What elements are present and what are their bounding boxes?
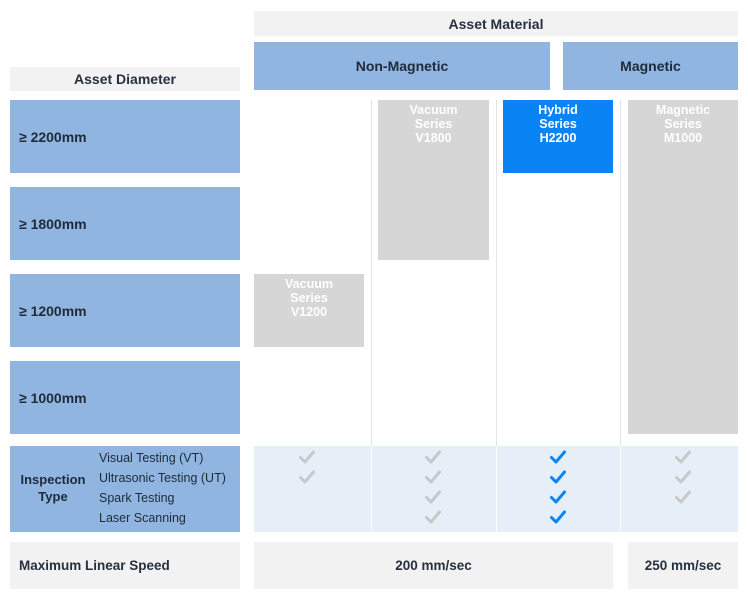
column-divider [496, 100, 497, 532]
product-vacuum-v1800[interactable]: Vacuum Series V1800 [378, 100, 489, 260]
test-ultrasonic: Ultrasonic Testing (UT) [99, 471, 226, 485]
product-line: Hybrid [538, 103, 578, 117]
asset-diameter-header: Asset Diameter [10, 67, 240, 91]
product-line: Vacuum [285, 277, 333, 291]
column-divider [620, 100, 621, 532]
inspection-type-label: Inspection Type [10, 471, 96, 505]
product-vacuum-v1200[interactable]: Vacuum Series V1200 [254, 274, 364, 347]
product-line: Series [664, 117, 702, 131]
column-divider [496, 446, 497, 532]
product-line: Series [290, 291, 328, 305]
column-divider [620, 446, 621, 532]
speed-magnetic: 250 mm/sec [628, 542, 738, 589]
product-line: H2200 [539, 131, 577, 145]
magnetic-header: Magnetic [563, 42, 738, 90]
non-magnetic-header: Non-Magnetic [254, 42, 550, 90]
product-line: V1200 [290, 305, 328, 319]
test-visual: Visual Testing (VT) [99, 451, 204, 465]
product-hybrid-h2200[interactable]: Hybrid Series H2200 [503, 100, 613, 173]
diameter-row-1000: ≥ 1000mm [10, 361, 240, 434]
diameter-row-1800: ≥ 1800mm [10, 187, 240, 260]
product-line: Series [539, 117, 577, 131]
asset-material-header: Asset Material [254, 11, 738, 36]
inspection-type-cell: Inspection Type Visual Testing (VT) Ultr… [10, 446, 240, 532]
product-line: V1800 [415, 131, 452, 145]
max-linear-speed-label: Maximum Linear Speed [10, 542, 240, 589]
product-line: Series [414, 117, 453, 131]
diameter-row-2200: ≥ 2200mm [10, 100, 240, 173]
column-divider [371, 446, 372, 532]
column-divider [371, 100, 372, 532]
product-line: Vacuum [409, 103, 458, 117]
inspection-label-line: Inspection [20, 472, 86, 487]
diameter-row-1200: ≥ 1200mm [10, 274, 240, 347]
speed-non-magnetic: 200 mm/sec [254, 542, 613, 589]
product-magnetic-m1000[interactable]: Magnetic Series M1000 [628, 100, 738, 434]
product-line: Magnetic [655, 103, 711, 117]
test-laser: Laser Scanning [99, 511, 186, 525]
inspection-label-line: Type [38, 489, 68, 504]
test-spark: Spark Testing [99, 491, 175, 505]
product-line: M1000 [663, 131, 703, 145]
